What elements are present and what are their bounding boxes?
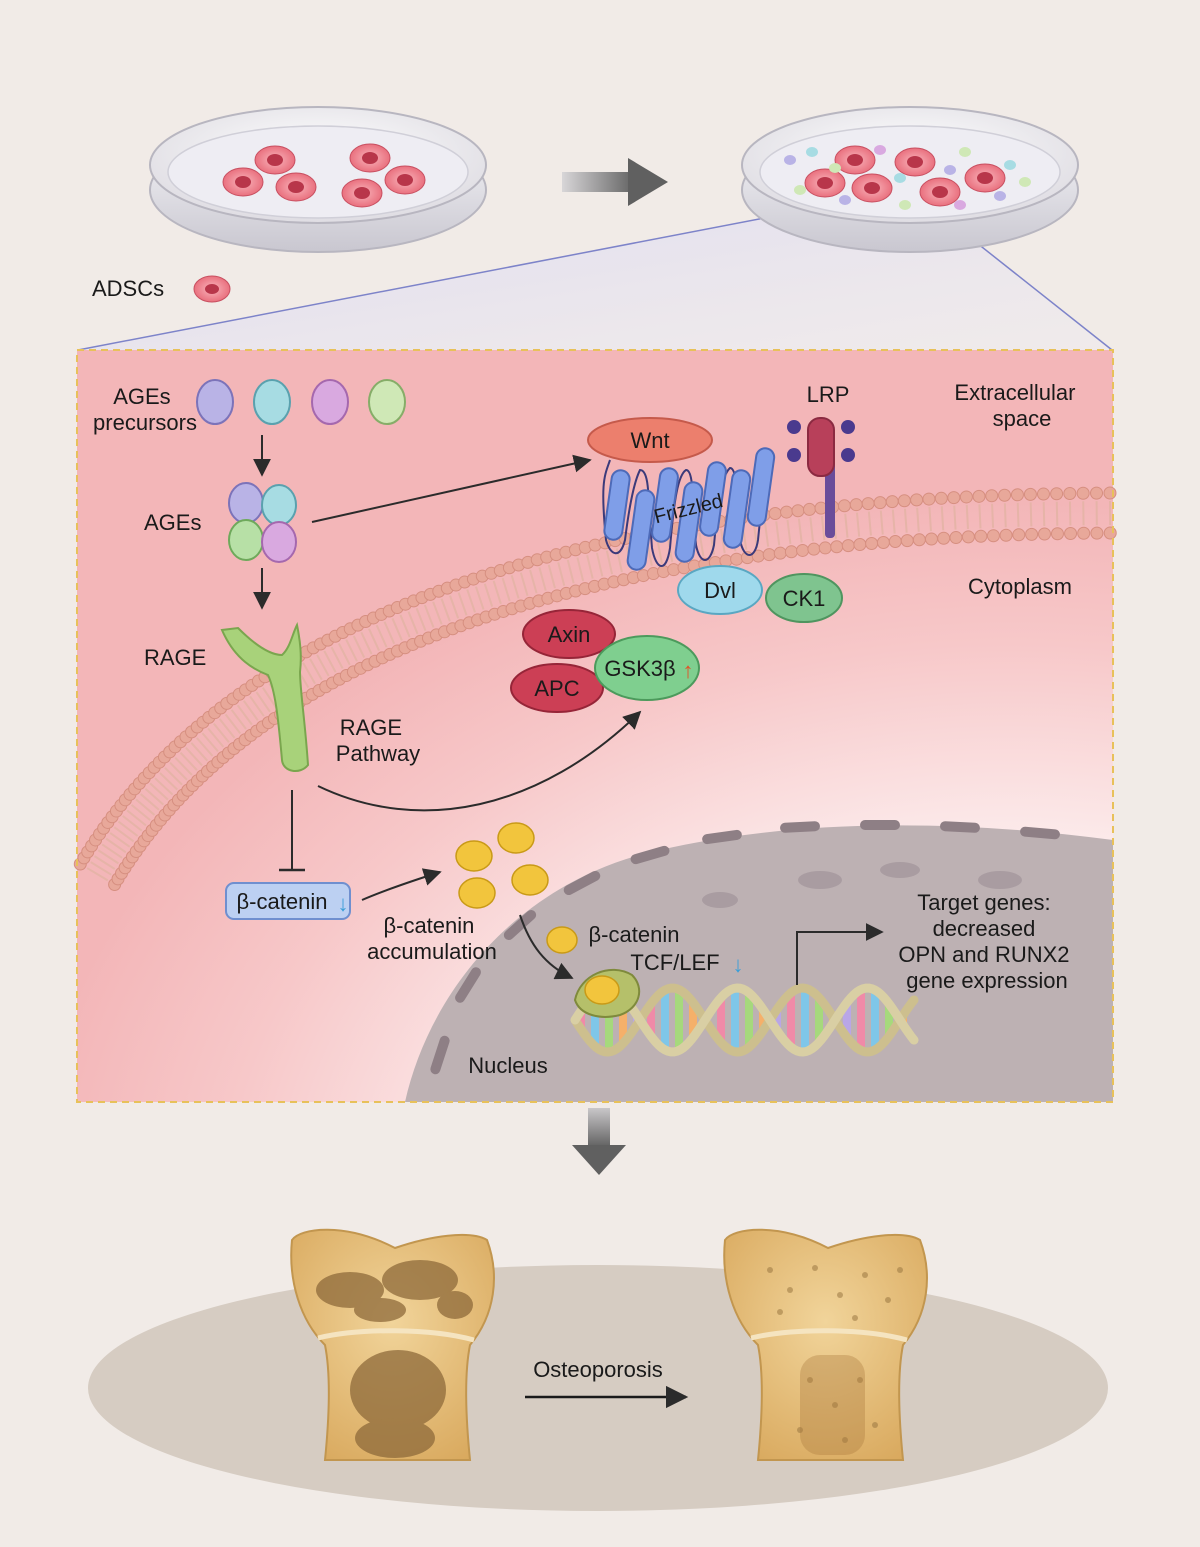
target-genes-label: Target genes: decreased OPN and RUNX2 ge…: [898, 890, 1075, 993]
ages-precursors-label: AGEs precursors: [93, 384, 197, 435]
accumulation-label: β-catenin accumulation: [367, 913, 497, 964]
tcf-lef-down-arrow-icon: ↓: [733, 952, 744, 977]
arrow-to-target-genes: [796, 923, 884, 985]
axin-label: Axin: [548, 622, 591, 647]
arrow-ages-to-wnt: [311, 454, 592, 523]
adsc-cells-left: [222, 143, 426, 208]
axin-protein-icon: [522, 609, 616, 659]
gsk3b-up-arrow-icon: ↑: [683, 658, 694, 683]
beta-catenin-box: [225, 882, 351, 920]
rage-receptor-icon: [220, 621, 310, 772]
lrp-receptor-icon: [787, 417, 855, 538]
petri-dish-right: [741, 106, 1079, 253]
process-arrow-top: [562, 158, 668, 206]
extracellular-space-label: Extracellular space: [954, 380, 1081, 431]
ages-precursors-group: [196, 379, 406, 425]
beta-catenin-box-label: β-catenin: [237, 889, 328, 914]
ages-label: AGEs: [144, 510, 201, 535]
beta-catenin-down-arrow-icon: ↓: [338, 891, 349, 916]
ck1-protein-icon: [765, 573, 843, 623]
adscs-legend-label: ADSCs: [92, 276, 164, 301]
bone-healthy-icon: [290, 1228, 495, 1461]
apc-label: APC: [534, 676, 579, 701]
panel-border: [76, 349, 1114, 1103]
beta-catenin-nucleus-label: β-catenin: [589, 922, 680, 947]
rage-pathway-label: RAGE Pathway: [336, 715, 420, 766]
rage-label: RAGE: [144, 645, 206, 670]
adsc-legend-cell: [193, 275, 231, 303]
petri-dish-left: [149, 106, 487, 253]
arrow-rage-to-gsk3b: [317, 710, 642, 812]
frizzled-receptor-icon: [602, 447, 776, 571]
dvl-label: Dvl: [704, 578, 736, 603]
dvl-protein-icon: [677, 565, 763, 615]
gsk3b-label: GSK3β: [604, 656, 675, 681]
bone-backdrop: [88, 1265, 1108, 1511]
gsk3b-protein-icon: [594, 635, 700, 701]
lrp-label: LRP: [807, 382, 850, 407]
process-arrow-down: [572, 1108, 626, 1175]
apc-protein-icon: [510, 663, 604, 713]
cell-membrane: [73, 486, 1117, 891]
arrow-to-accumulation: [361, 868, 442, 901]
osteoporosis-label: Osteoporosis: [533, 1357, 663, 1382]
ages-particles-dish: [784, 145, 1031, 210]
bone-osteoporotic-icon: [723, 1228, 928, 1461]
nucleus-label: Nucleus: [468, 1053, 547, 1078]
ages-precursor-icon: [196, 379, 234, 425]
ck1-label: CK1: [783, 586, 826, 611]
cytoplasm-label: Cytoplasm: [968, 574, 1072, 599]
pathway-panel: AGEs precursors AGEs RAGE RAGE Pathway: [73, 349, 1117, 1103]
wnt-ligand-icon: [587, 417, 713, 463]
wnt-label: Wnt: [630, 428, 669, 453]
arrow-to-nucleus: [519, 914, 574, 980]
adsc-cells-right: [804, 145, 1006, 207]
tcf-lef-label: TCF/LEF: [630, 950, 719, 975]
ages-precursor-icon: [311, 379, 349, 425]
tcf-lef-complex-icon: [573, 968, 641, 1018]
ages-precursor-icon: [368, 379, 406, 425]
beta-catenin-particles: [455, 822, 578, 954]
ages-cluster-icon: [228, 482, 297, 563]
ages-precursor-icon: [253, 379, 291, 425]
